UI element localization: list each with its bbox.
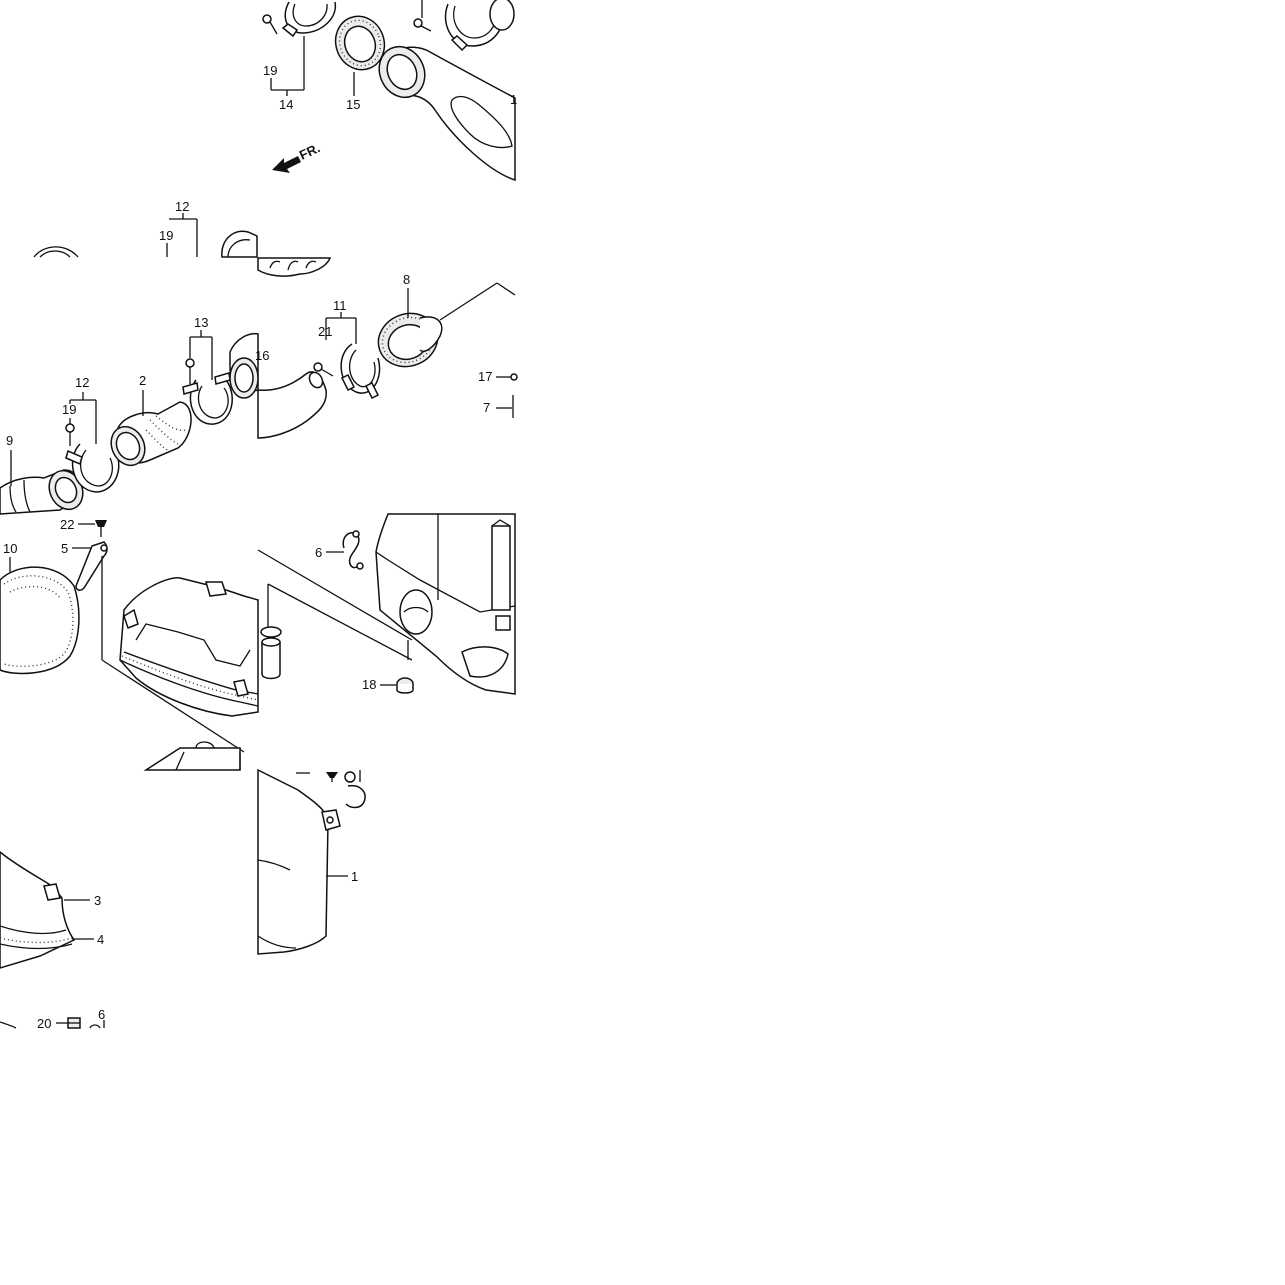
front-arrow-label: FR.	[297, 140, 322, 162]
tile-bottom-left: 3 4 20 6	[0, 741, 241, 1031]
callout-13: 13	[194, 315, 208, 330]
nut-20	[67, 1017, 81, 1029]
callout-6-bottom: 6	[98, 1007, 105, 1022]
callout-4: 4	[97, 932, 104, 947]
tile-lower-right: 6 18	[257, 513, 516, 695]
callout-11: 11	[333, 298, 347, 313]
callout-7: 7	[483, 400, 490, 415]
clamp-13	[182, 372, 233, 425]
grommet-18	[396, 677, 414, 694]
callout-19-mid: 19	[159, 228, 173, 243]
clip-6-bottom	[344, 770, 366, 809]
bolt-21	[313, 362, 334, 377]
grommet-15	[334, 15, 386, 71]
callout-16: 16	[255, 348, 269, 363]
callout-1-top: 1	[510, 92, 517, 107]
intake-duct	[378, 45, 516, 182]
screw-22	[95, 520, 107, 537]
tile-middle-left: 13 16 12 2 19 9	[0, 315, 269, 515]
callout-22: 22	[60, 517, 74, 532]
bracket-5	[75, 541, 108, 591]
callout-9: 9	[6, 433, 13, 448]
callout-12-top: 12	[175, 199, 189, 214]
callout-12-left: 12	[75, 375, 89, 390]
part-9	[0, 469, 84, 515]
collar	[260, 626, 282, 680]
tile-middle-right: 8 11 21 17 7	[257, 257, 518, 439]
front-arrow-icon	[272, 156, 301, 173]
tile-top-right: 19 14 15 1 FR.	[262, 0, 517, 182]
callout-19-top: 19	[263, 63, 277, 78]
callout-10: 10	[3, 541, 17, 556]
callout-18: 18	[362, 677, 376, 692]
clip-6	[342, 530, 364, 570]
callout-15: 15	[346, 97, 360, 112]
tile-top-left-strip: 12 19	[33, 199, 258, 258]
callout-21: 21	[318, 324, 332, 339]
tile-lower-left: 22 5 10	[0, 517, 259, 753]
callout-8: 8	[403, 272, 410, 287]
filter-element-10	[0, 566, 80, 675]
tile-bottom-right: 1	[257, 768, 366, 955]
part-8	[377, 312, 443, 368]
air-cleaner-cover	[119, 577, 259, 717]
part-2	[110, 401, 192, 467]
bolt-19-top	[262, 14, 278, 35]
callout-1: 1	[351, 869, 358, 884]
callout-17: 17	[478, 369, 492, 384]
air-cleaner-case	[375, 513, 516, 695]
clamp-12	[65, 443, 120, 493]
clamp-11	[340, 343, 381, 400]
part-16-end	[229, 332, 259, 399]
callout-6-mid: 6	[315, 545, 322, 560]
clamp-top-right	[413, 0, 515, 52]
clamp-14	[281, 1, 337, 38]
callout-14: 14	[279, 97, 293, 112]
callout-5: 5	[61, 541, 68, 556]
hose-16	[257, 371, 327, 439]
callout-2: 2	[139, 373, 146, 388]
bottom-cover	[0, 851, 76, 969]
callout-20: 20	[37, 1016, 51, 1031]
callout-19-left: 19	[62, 402, 76, 417]
callout-3: 3	[94, 893, 101, 908]
case-lower	[257, 768, 341, 955]
